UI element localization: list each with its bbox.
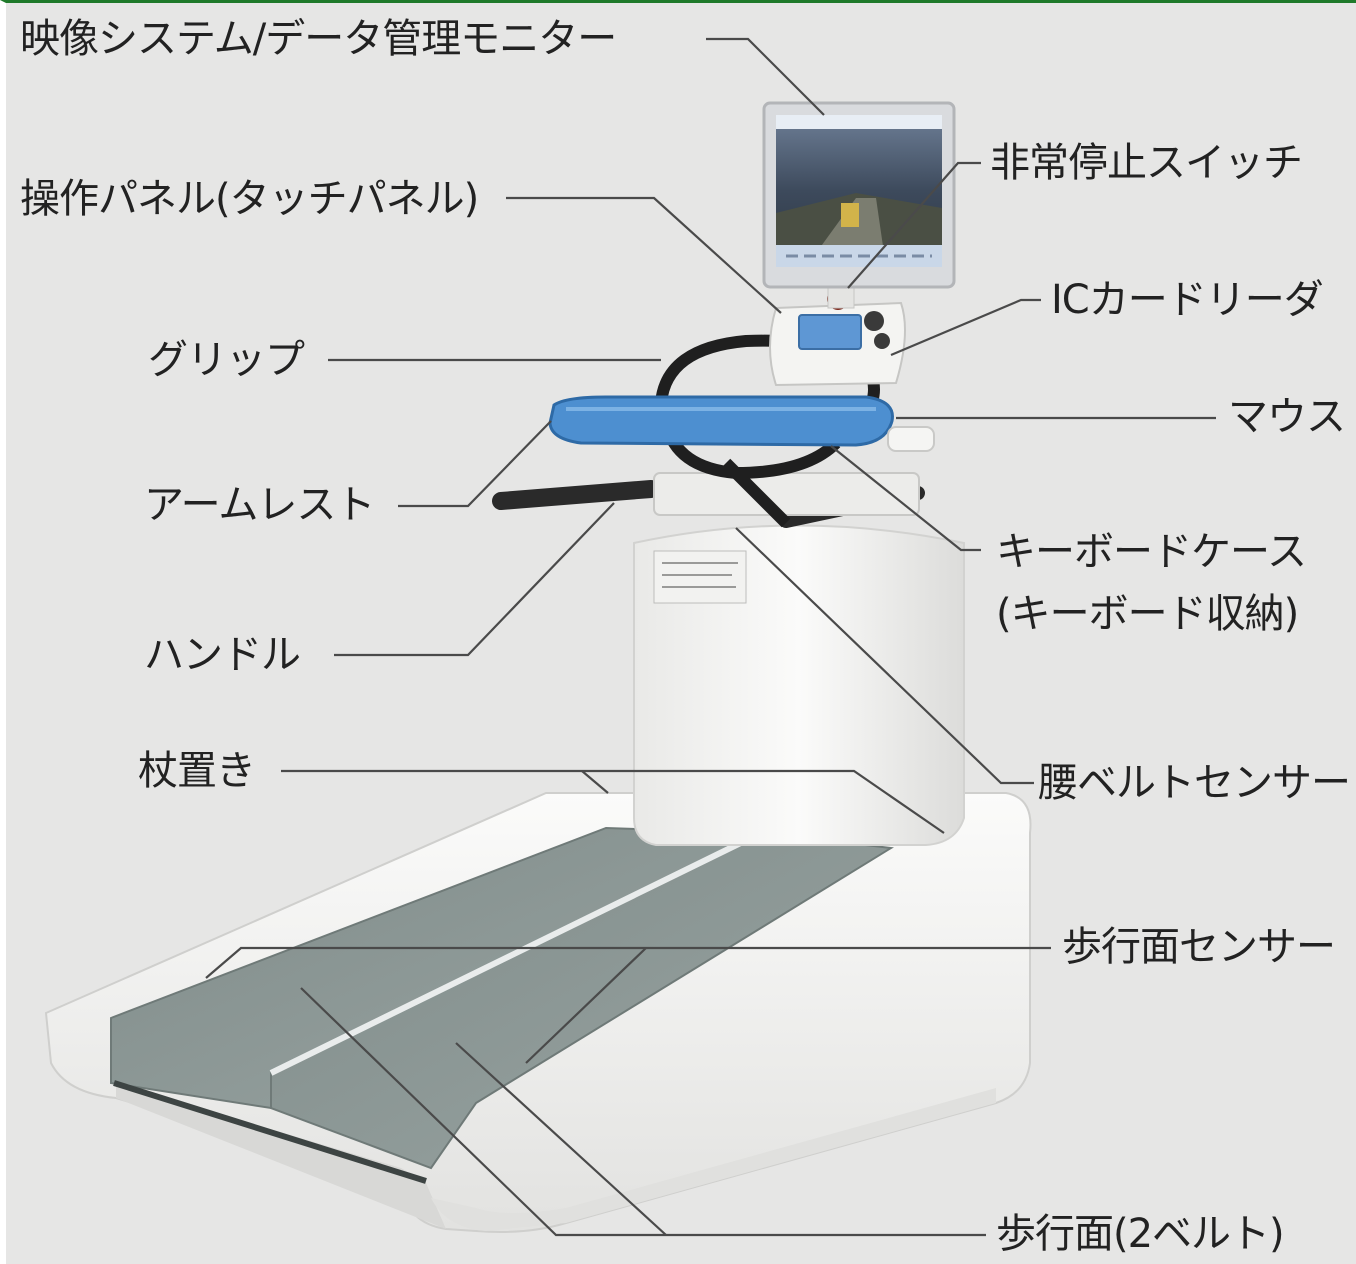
leader-walking-surface-sensor <box>205 946 1051 979</box>
monitor <box>762 101 956 289</box>
label-walking-surface-sensor: 歩行面センサー <box>1062 924 1336 970</box>
operation-panel-unit <box>769 277 906 387</box>
label-walking-surface: 歩行面(2ベルト) <box>996 1211 1285 1257</box>
label-emergency-stop: 非常停止スイッチ <box>990 140 1303 186</box>
label-ic-card-reader: ICカードリーダ <box>1051 277 1324 323</box>
label-operation-panel: 操作パネル(タッチパネル) <box>20 176 479 222</box>
main-column <box>633 524 965 846</box>
label-mouse: マウス <box>1228 394 1346 440</box>
label-monitor: 映像システム/データ管理モニター <box>20 16 617 62</box>
leader-waist-belt-sensor <box>735 527 1034 785</box>
handle-bar <box>492 472 925 528</box>
leader-cane-holder-branch <box>581 770 609 794</box>
leader-armrest <box>398 420 552 508</box>
label-waist-belt-sensor: 腰ベルトセンサー <box>1038 760 1351 806</box>
label-armrest: アームレスト <box>144 482 375 528</box>
leader-lines <box>205 37 1216 1237</box>
treadmill-illustration <box>44 37 1216 1237</box>
leader-operation-panel <box>506 196 782 314</box>
label-keyboard-case-line2: (キーボード収納) <box>996 591 1299 637</box>
label-grip: グリップ <box>148 337 305 383</box>
leader-keyboard-case <box>830 445 981 552</box>
label-cane-holder: 杖置き <box>138 748 256 794</box>
leader-handle <box>334 502 615 657</box>
leader-monitor <box>706 37 825 116</box>
walking-belts <box>110 826 894 1184</box>
leader-walking-surface-branch <box>455 1042 667 1236</box>
leader-emergency-stop <box>847 161 981 289</box>
label-handle: ハンドル <box>144 632 301 678</box>
leader-cane-holder <box>281 769 945 834</box>
leader-walking-surface-sensor-branch <box>525 947 647 1064</box>
armrest-cushion <box>548 395 935 452</box>
label-keyboard-case-line1: キーボードケース <box>996 529 1307 575</box>
leader-ic-card-reader <box>890 298 1041 357</box>
leader-walking-surface <box>300 987 986 1237</box>
label-keyboard-case: キーボードケース (キーボード収納) <box>996 521 1307 645</box>
